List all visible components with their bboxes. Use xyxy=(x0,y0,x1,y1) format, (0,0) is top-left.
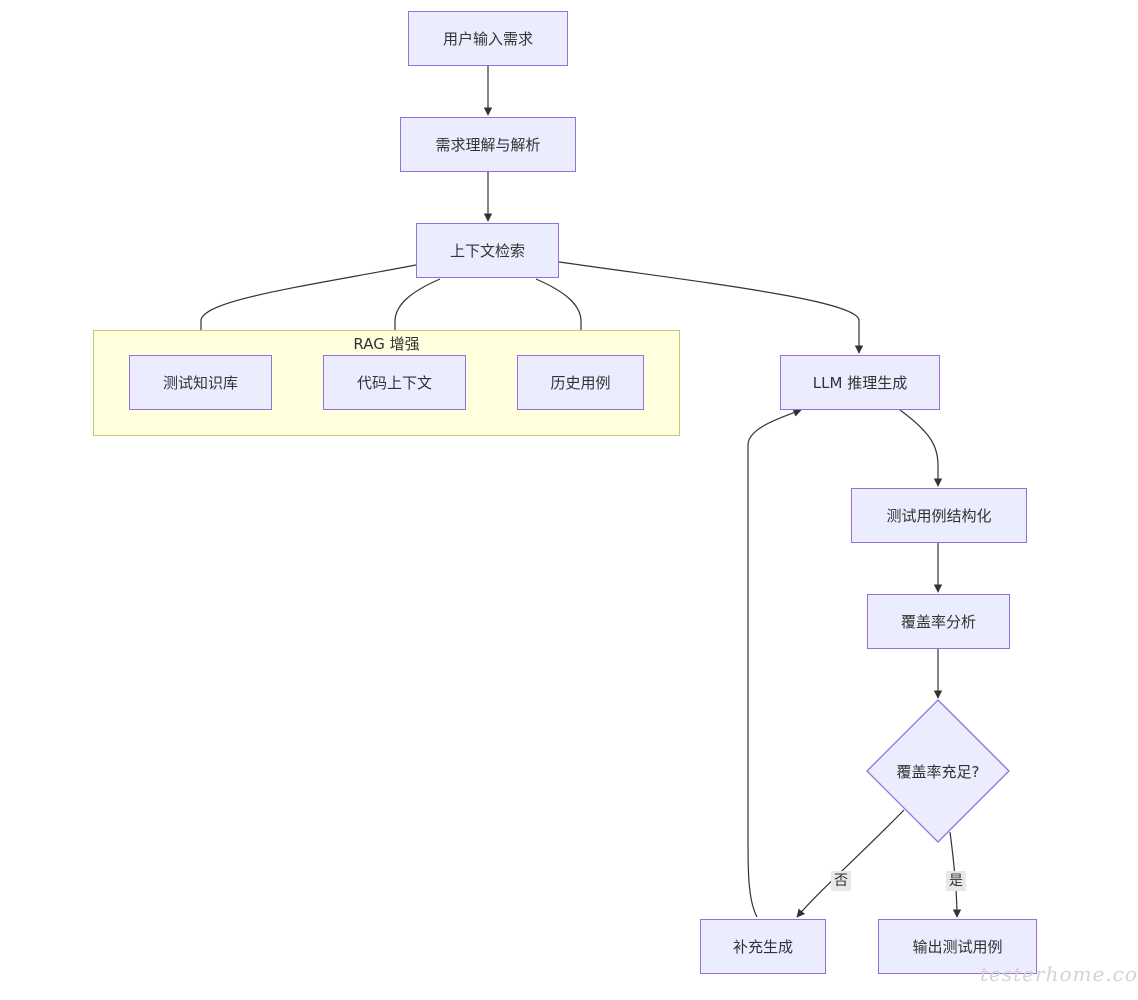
node-test-case-structuring: 测试用例结构化 xyxy=(851,488,1027,543)
node-context-retrieval: 上下文检索 xyxy=(416,223,559,278)
node-code-context: 代码上下文 xyxy=(323,355,466,410)
node-supplement-generation: 补充生成 xyxy=(700,919,826,974)
edge-label-yes: 是 xyxy=(946,871,966,891)
edge-supplement-to-llm xyxy=(747,408,802,918)
node-coverage-analysis: 覆盖率分析 xyxy=(867,594,1010,649)
node-user-input: 用户输入需求 xyxy=(408,11,568,66)
node-llm-generation: LLM 推理生成 xyxy=(780,355,940,410)
edge-retrieval-to-kb xyxy=(196,264,417,354)
watermark: testerhome.com xyxy=(980,962,1138,986)
edge-retrieval-to-history xyxy=(535,278,586,354)
node-decision-diamond xyxy=(866,699,1010,843)
edge-retrieval-to-llm xyxy=(558,261,864,354)
decision-label: 覆盖率充足? xyxy=(896,763,980,781)
edge-decision-to-supplement xyxy=(796,809,905,918)
edge-llm-to-struct xyxy=(899,409,943,487)
edge-label-no: 否 xyxy=(831,871,851,891)
edge-retrieval-to-code xyxy=(390,278,441,354)
node-requirement-parsing: 需求理解与解析 xyxy=(400,117,576,172)
node-output-test-cases: 输出测试用例 xyxy=(878,919,1037,974)
node-history-cases: 历史用例 xyxy=(517,355,644,410)
subgraph-rag-title: RAG 增强 xyxy=(353,335,420,353)
node-test-knowledge-base: 测试知识库 xyxy=(129,355,272,410)
